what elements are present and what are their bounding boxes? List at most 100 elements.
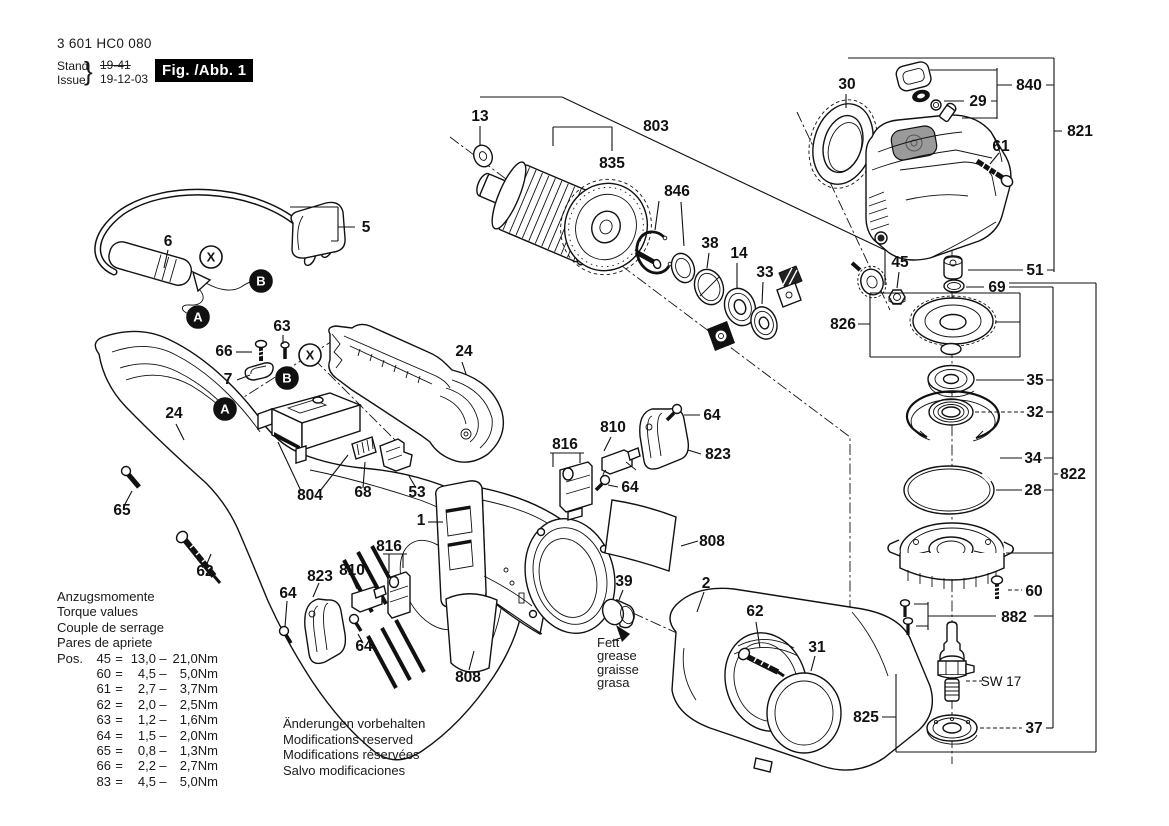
assembly-marker-circle-X bbox=[298, 343, 322, 367]
note-line: Änderungen vorbehalten bbox=[283, 716, 426, 731]
torque-row: 61=2,7–3,7Nm bbox=[57, 681, 218, 696]
part-label-45: 45 bbox=[891, 254, 909, 271]
armature-group bbox=[472, 144, 803, 351]
torque-cell bbox=[57, 774, 90, 789]
torque-cell bbox=[57, 712, 90, 727]
grease-cap bbox=[601, 598, 635, 629]
torque-cell: 3,7Nm bbox=[179, 681, 218, 697]
torque-cell: – bbox=[159, 743, 167, 759]
part-label-60: 60 bbox=[1025, 583, 1042, 600]
part-label-816: 816 bbox=[376, 538, 402, 555]
torque-title: Torque values bbox=[57, 604, 138, 620]
part-label-33: 33 bbox=[756, 264, 774, 281]
part-label-7: 7 bbox=[224, 371, 233, 388]
part-label-14: 14 bbox=[730, 245, 748, 262]
part-label-835: 835 bbox=[599, 155, 625, 172]
torque-cell: Pos. bbox=[57, 650, 84, 666]
torque-cell: 4,5 bbox=[137, 666, 156, 682]
assembly-marker-circle-B bbox=[275, 366, 299, 390]
torque-cell: – bbox=[159, 696, 167, 712]
part-label-846: 846 bbox=[664, 183, 690, 200]
part-label-38: 38 bbox=[701, 235, 719, 252]
torque-cell: = bbox=[115, 758, 123, 774]
leader-lines bbox=[123, 57, 1097, 753]
assembly-marker-letter-B: B bbox=[282, 371, 291, 386]
torque-cell: 2,7 bbox=[137, 681, 156, 697]
part-label-808: 808 bbox=[455, 669, 481, 686]
note-line: Modifications reserved bbox=[283, 731, 414, 747]
part-label-28: 28 bbox=[1024, 482, 1042, 499]
part-label-32: 32 bbox=[1026, 404, 1043, 421]
date-old: 19-41 bbox=[100, 58, 131, 72]
part-label-821: 821 bbox=[1067, 123, 1093, 140]
part-label-882: 882 bbox=[1001, 609, 1027, 626]
torque-cell bbox=[57, 743, 90, 758]
part-label-63: 63 bbox=[273, 318, 291, 335]
torque-row: 66=2,2–2,7Nm bbox=[57, 758, 218, 773]
part-label-24: 24 bbox=[165, 405, 183, 422]
brush-group-bottom bbox=[278, 571, 411, 665]
torque-cell bbox=[57, 758, 90, 773]
assembly-marker-circle-A bbox=[186, 305, 210, 329]
torque-cell bbox=[57, 681, 90, 696]
date-new: 19-12-03 bbox=[100, 71, 149, 86]
assembly-marker-circle-B bbox=[249, 269, 273, 293]
torque-title: Pares de apriete bbox=[57, 635, 153, 651]
stand-issue-block: Stand Issue bbox=[57, 59, 88, 87]
torque-cell: = bbox=[115, 727, 123, 743]
handle-screws bbox=[120, 339, 290, 584]
power-cord-group bbox=[94, 188, 346, 315]
torque-cell: 5,0Nm bbox=[179, 773, 218, 789]
torque-cell bbox=[57, 697, 90, 712]
torque-cell: 5,0Nm bbox=[179, 666, 218, 682]
torque-cell: 2,0Nm bbox=[179, 727, 218, 743]
part-label-64: 64 bbox=[621, 479, 639, 496]
torque-cell: 61 bbox=[96, 681, 111, 697]
torque-title: Anzugsmomente bbox=[57, 589, 155, 604]
part-label-826: 826 bbox=[830, 316, 856, 333]
torque-cell bbox=[57, 728, 90, 743]
torque-cell: = bbox=[115, 666, 123, 682]
part-label-64: 64 bbox=[279, 585, 297, 602]
torque-row: 63=1,2–1,6Nm bbox=[57, 712, 218, 727]
brush-group-top bbox=[559, 403, 690, 521]
part-label-53: 53 bbox=[408, 484, 426, 501]
switch-module bbox=[257, 392, 413, 472]
type-number: 3 601 HC0 080 bbox=[57, 36, 152, 51]
torque-cell: – bbox=[159, 666, 167, 682]
date-block: 19-41 19-12-03 bbox=[100, 58, 149, 86]
part-label-61: 61 bbox=[992, 138, 1010, 155]
torque-cell: = bbox=[115, 650, 123, 666]
torque-cell: = bbox=[115, 696, 123, 712]
torque-cell: 60 bbox=[96, 666, 111, 682]
part-label-51: 51 bbox=[1026, 262, 1044, 279]
torque-cell: 2,2 bbox=[137, 758, 156, 774]
torque-cell: 1,2 bbox=[137, 712, 156, 728]
figure-label: Fig. /Abb. 1 bbox=[155, 59, 253, 82]
assembly-marker-circle-X bbox=[199, 245, 223, 269]
part-label-823: 823 bbox=[307, 568, 333, 585]
part-label-803: 803 bbox=[643, 118, 669, 135]
part-number-labels: 1380383584638143330298408216151694582635… bbox=[113, 76, 1093, 737]
part-label-64: 64 bbox=[355, 638, 373, 655]
part-label-66: 66 bbox=[215, 343, 233, 360]
brace-glyph: } bbox=[84, 56, 93, 86]
torque-cell: 2,5Nm bbox=[179, 696, 218, 712]
grease-line: graisse bbox=[597, 661, 639, 677]
handle-shell-left bbox=[94, 330, 526, 761]
gear-housing-group bbox=[808, 61, 1014, 356]
part-label-6: 6 bbox=[164, 233, 173, 250]
torque-row: 62=2,0–2,5Nm bbox=[57, 697, 218, 712]
torque-cell: 66 bbox=[96, 758, 111, 774]
torque-cell: = bbox=[115, 712, 123, 728]
assembly-marker-letter-A: A bbox=[193, 310, 203, 325]
nameplates bbox=[445, 499, 677, 673]
part-label-2: 2 bbox=[702, 575, 711, 592]
torque-cell: 83 bbox=[96, 773, 111, 789]
part-label-5: 5 bbox=[362, 219, 371, 236]
